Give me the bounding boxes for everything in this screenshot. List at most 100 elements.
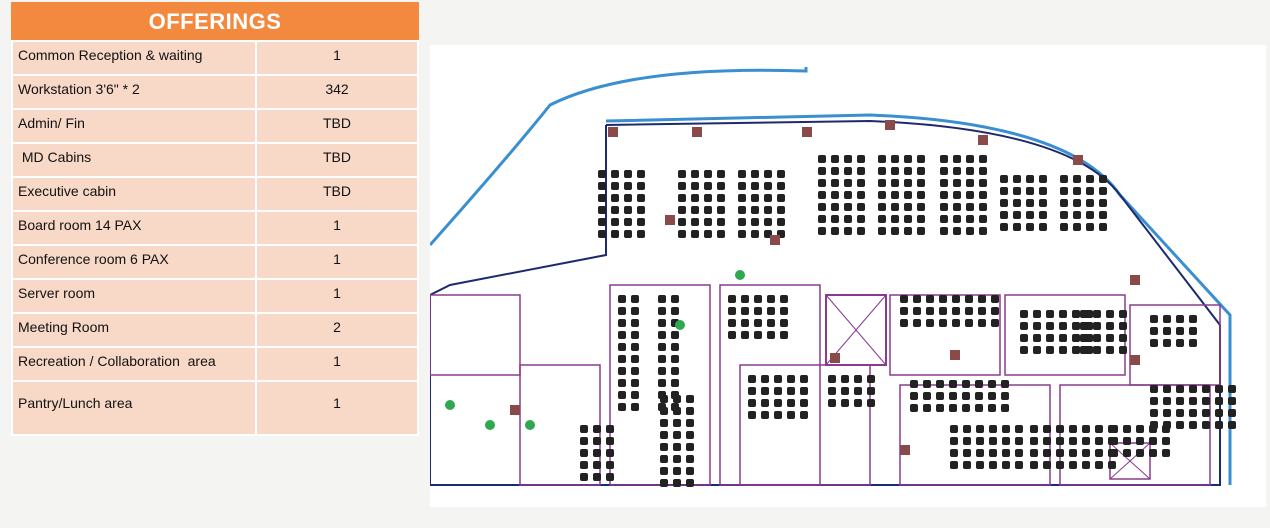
workstation-chair — [940, 179, 948, 187]
workstation-chair — [979, 155, 987, 163]
workstation-chair — [673, 479, 681, 487]
workstation-chair — [1046, 322, 1054, 330]
workstation-chair — [658, 295, 666, 303]
workstation-chair — [828, 387, 836, 395]
workstation-chair — [691, 194, 699, 202]
workstation-chair — [1163, 339, 1171, 347]
workstation-chair — [624, 182, 632, 190]
workstation-chair — [991, 295, 999, 303]
workstation-chair — [580, 449, 588, 457]
workstation-chair — [780, 295, 788, 303]
workstation-chair — [704, 218, 712, 226]
workstation-chair — [658, 307, 666, 315]
workstation-chair — [950, 425, 958, 433]
workstation-chair — [926, 295, 934, 303]
workstation-chair — [618, 355, 626, 363]
workstation-chair — [917, 155, 925, 163]
workstation-chair — [1163, 397, 1171, 405]
workstation-chair — [1150, 409, 1158, 417]
workstation-chair — [976, 449, 984, 457]
workstation-chair — [940, 203, 948, 211]
workstation-chair — [660, 419, 668, 427]
workstation-chair — [673, 455, 681, 463]
workstation-chair — [611, 206, 619, 214]
workstation-chair — [844, 155, 852, 163]
workstation-chair — [963, 425, 971, 433]
workstation-chair — [800, 411, 808, 419]
table-row: Board room 14 PAX 1 — [11, 210, 419, 246]
workstation-chair — [618, 295, 626, 303]
workstation-chair — [671, 307, 679, 315]
workstation-chair — [717, 182, 725, 190]
workstation-chair — [1150, 385, 1158, 393]
workstation-chair — [923, 404, 931, 412]
workstation-chair — [854, 387, 862, 395]
workstation-chair — [671, 343, 679, 351]
workstation-chair — [1026, 211, 1034, 219]
workstation-chair — [678, 182, 686, 190]
workstation-chair — [910, 392, 918, 400]
workstation-chair — [1095, 461, 1103, 469]
workstation-chair — [1202, 385, 1210, 393]
workstation-chair — [1030, 437, 1038, 445]
offering-count: 1 — [255, 210, 419, 246]
workstation-chair — [1026, 187, 1034, 195]
workstation-chair — [904, 215, 912, 223]
table-row: Server room 1 — [11, 278, 419, 314]
workstation-chair — [1056, 449, 1064, 457]
workstation-chair — [953, 227, 961, 235]
workstation-chair — [1015, 437, 1023, 445]
workstation-chair — [818, 155, 826, 163]
workstation-chair — [910, 404, 918, 412]
workstation-chair — [1020, 346, 1028, 354]
workstation-chair — [953, 191, 961, 199]
workstation-chair — [593, 461, 601, 469]
workstation-chair — [1093, 334, 1101, 342]
workstation-chair — [878, 215, 886, 223]
offering-name: Workstation 3'6" * 2 — [11, 74, 257, 110]
workstation-chair — [857, 191, 865, 199]
workstation-chair — [606, 461, 614, 469]
workstation-chair — [580, 461, 588, 469]
workstation-chair — [704, 182, 712, 190]
facade-glazing — [430, 67, 808, 246]
workstation-chair — [979, 215, 987, 223]
workstation-chair — [1176, 409, 1184, 417]
workstation-chair — [818, 167, 826, 175]
offering-name: Admin/ Fin — [11, 108, 257, 144]
offering-count: TBD — [255, 108, 419, 144]
workstation-chair — [1150, 327, 1158, 335]
workstation-chair — [671, 331, 679, 339]
workstation-chair — [1162, 449, 1170, 457]
workstation-chair — [1123, 449, 1131, 457]
workstation-chair — [939, 307, 947, 315]
table-row: Meeting Room 2 — [11, 312, 419, 348]
workstation-chair — [1149, 449, 1157, 457]
workstation-chair — [1082, 425, 1090, 433]
workstation-chair — [1013, 187, 1021, 195]
workstation-chair — [1020, 334, 1028, 342]
workstation-chair — [1026, 175, 1034, 183]
workstation-chair — [780, 331, 788, 339]
structural-column — [608, 127, 618, 137]
workstation-chair — [598, 194, 606, 202]
offering-name: Executive cabin — [11, 176, 257, 212]
workstation-chair — [1043, 437, 1051, 445]
workstation-chair — [976, 437, 984, 445]
workstation-chair — [1039, 211, 1047, 219]
workstation-chair — [767, 331, 775, 339]
workstation-chair — [637, 182, 645, 190]
workstation-chair — [1176, 315, 1184, 323]
workstation-chair — [774, 399, 782, 407]
workstation-chair — [717, 194, 725, 202]
workstation-chair — [658, 355, 666, 363]
workstation-chair — [940, 215, 948, 223]
workstation-chair — [900, 307, 908, 315]
workstation-chair — [1059, 346, 1067, 354]
workstation-chair — [1069, 437, 1077, 445]
workstation-chair — [658, 343, 666, 351]
offering-count: 1 — [255, 346, 419, 382]
workstation-chair — [891, 227, 899, 235]
workstation-chair — [1082, 437, 1090, 445]
offerings-panel: OFFERINGS Common Reception & waiting 1 W… — [11, 2, 419, 436]
